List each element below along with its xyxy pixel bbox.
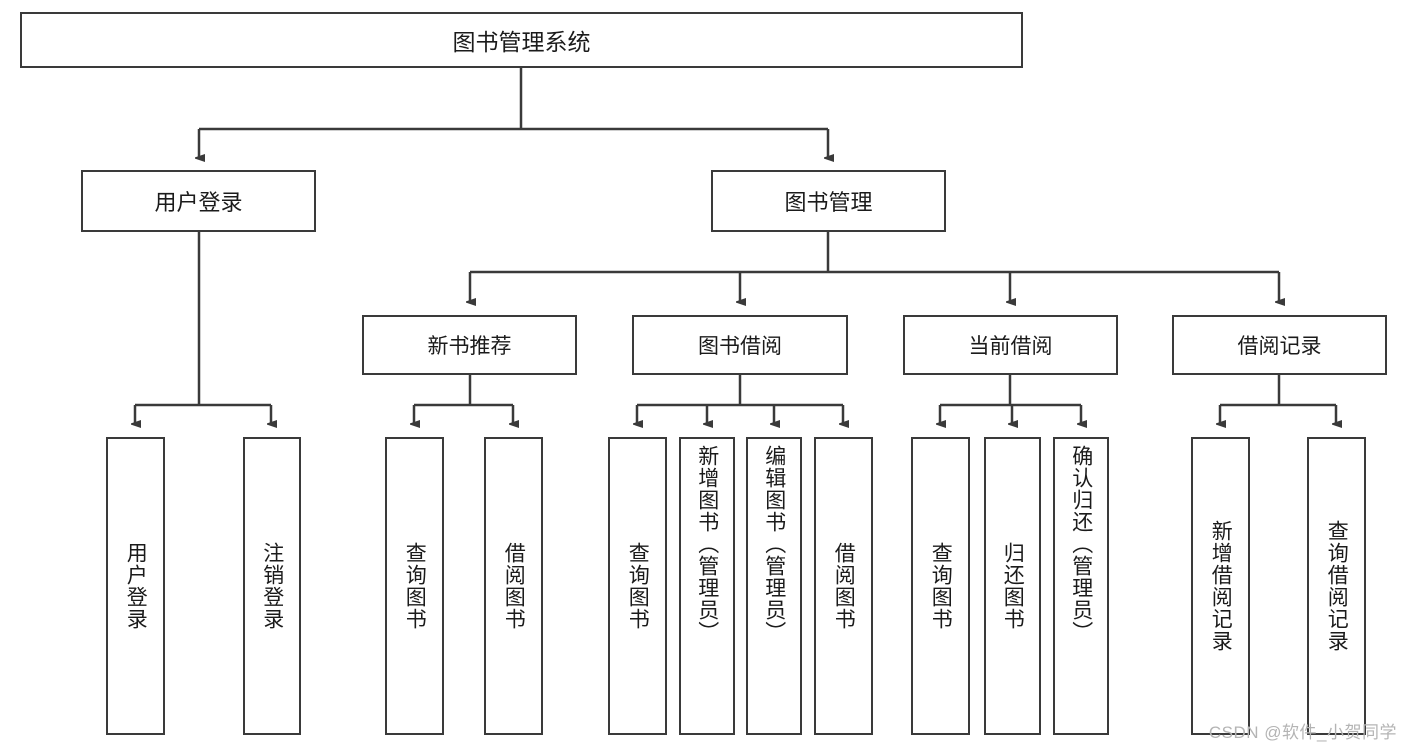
node-book-borrow[interactable]: 图书借阅 — [632, 315, 848, 375]
node-user-login[interactable]: 用户登录 — [81, 170, 316, 232]
leaf-user-login[interactable]: 用户登录 — [106, 437, 165, 735]
node-current-borrow[interactable]: 当前借阅 — [903, 315, 1118, 375]
node-current-borrow-label: 当前借阅 — [968, 335, 1053, 358]
node-book-borrow-label: 图书借阅 — [698, 335, 782, 358]
leaf-borrow-book-recommend-label: 借阅图书 — [502, 542, 526, 630]
leaf-confirm-return-admin[interactable]: 确认归还（管理员） — [1053, 437, 1109, 735]
node-root-label: 图书管理系统 — [452, 29, 591, 55]
leaf-query-book-current[interactable]: 查询图书 — [911, 437, 970, 735]
leaf-query-book-recommend-label: 查询图书 — [403, 542, 427, 630]
leaf-query-book-current-label: 查询图书 — [929, 542, 953, 630]
leaf-query-book-recommend[interactable]: 查询图书 — [385, 437, 444, 735]
leaf-query-book-borrow-label: 查询图书 — [626, 542, 650, 630]
leaf-user-login-label: 用户登录 — [124, 542, 148, 630]
leaf-add-borrow-record[interactable]: 新增借阅记录 — [1191, 437, 1250, 735]
node-book-management[interactable]: 图书管理 — [711, 170, 946, 232]
watermark: CSDN @软件_小贺同学 — [1208, 723, 1397, 742]
leaf-edit-book-admin-label: 编辑图书（管理员） — [762, 445, 786, 643]
node-borrow-record[interactable]: 借阅记录 — [1172, 315, 1387, 375]
leaf-add-book-admin[interactable]: 新增图书（管理员） — [679, 437, 735, 735]
leaf-add-borrow-record-label: 新增借阅记录 — [1209, 520, 1233, 652]
leaf-borrow-book[interactable]: 借阅图书 — [814, 437, 873, 735]
leaf-logout[interactable]: 注销登录 — [243, 437, 301, 735]
leaf-borrow-book-label: 借阅图书 — [832, 542, 856, 630]
node-root[interactable]: 图书管理系统 — [20, 12, 1023, 68]
leaf-confirm-return-admin-label: 确认归还（管理员） — [1069, 445, 1093, 643]
node-borrow-record-label: 借阅记录 — [1237, 335, 1322, 358]
leaf-return-book[interactable]: 归还图书 — [984, 437, 1041, 735]
leaf-query-book-borrow[interactable]: 查询图书 — [608, 437, 667, 735]
node-book-management-label: 图书管理 — [784, 190, 873, 215]
node-user-login-label: 用户登录 — [154, 190, 243, 215]
node-new-book-recommend[interactable]: 新书推荐 — [362, 315, 577, 375]
leaf-query-borrow-record[interactable]: 查询借阅记录 — [1307, 437, 1366, 735]
node-new-book-recommend-label: 新书推荐 — [427, 335, 512, 358]
leaf-edit-book-admin[interactable]: 编辑图书（管理员） — [746, 437, 802, 735]
leaf-query-borrow-record-label: 查询借阅记录 — [1325, 520, 1349, 652]
leaf-add-book-admin-label: 新增图书（管理员） — [695, 445, 719, 643]
leaf-borrow-book-recommend[interactable]: 借阅图书 — [484, 437, 543, 735]
leaf-logout-label: 注销登录 — [260, 542, 284, 630]
leaf-return-book-label: 归还图书 — [1001, 542, 1025, 630]
